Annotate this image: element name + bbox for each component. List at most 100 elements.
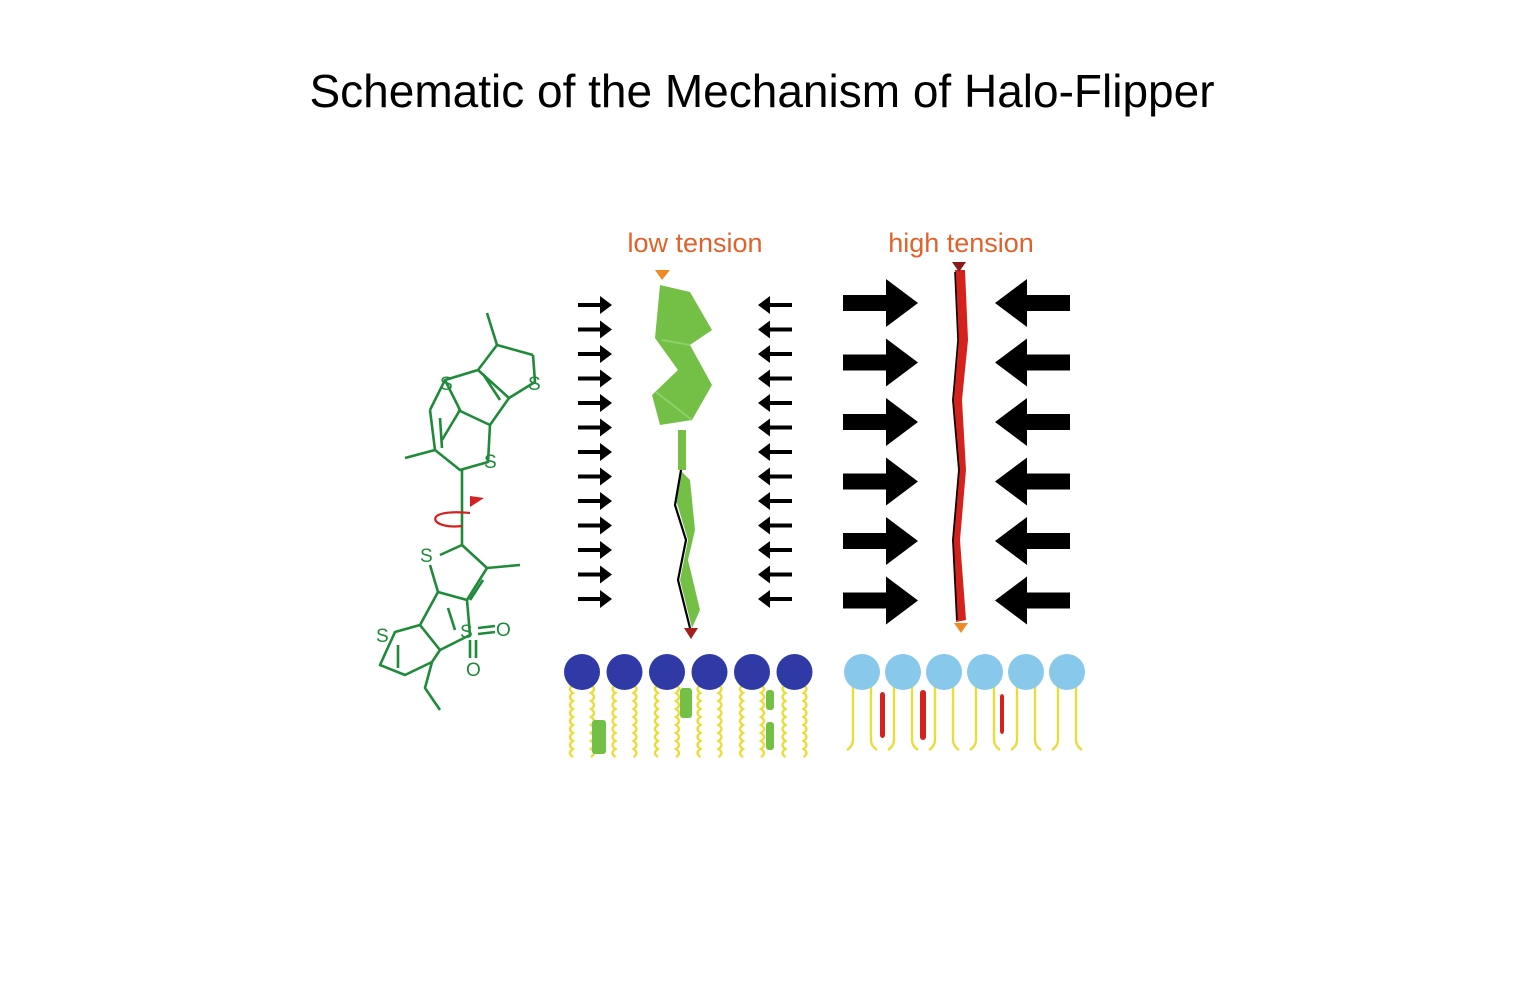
lipid-tail — [928, 685, 937, 751]
high-tension-membrane — [844, 654, 1085, 751]
membrane-probe — [920, 690, 926, 740]
low-tension-label: low tension — [627, 228, 763, 258]
high-push-arrows-left — [843, 279, 918, 625]
membrane-probe — [1000, 694, 1004, 734]
high-tension-panel — [843, 262, 1085, 751]
membrane-probe — [592, 720, 606, 754]
push-arrow-left — [758, 492, 792, 510]
push-arrow-left — [758, 516, 792, 535]
push-arrow-right — [843, 517, 918, 565]
lipid-tail — [696, 684, 703, 758]
lipid-tail — [969, 685, 978, 751]
lipid-head — [649, 654, 685, 690]
push-arrow-right — [578, 590, 612, 608]
lipid-tail — [910, 685, 919, 751]
sulfur-atom: S — [528, 374, 541, 395]
lipid-tail — [846, 685, 855, 751]
lipid-tail — [1010, 685, 1019, 751]
low-push-arrows-left — [578, 296, 612, 608]
red-flipper-probe — [952, 262, 968, 633]
push-arrow-right — [578, 369, 612, 388]
push-arrow-left — [995, 457, 1070, 506]
push-arrow-right — [578, 296, 612, 314]
lipid-tail — [653, 684, 661, 758]
push-arrow-left — [758, 345, 792, 363]
membrane-probe — [680, 688, 692, 718]
push-arrow-right — [578, 565, 612, 584]
lipid-tail — [801, 684, 808, 758]
push-arrow-left — [758, 394, 792, 412]
push-arrow-right — [843, 398, 918, 446]
push-arrow-right — [578, 394, 612, 412]
high-push-arrows-right — [995, 279, 1070, 625]
push-arrow-right — [578, 541, 612, 559]
push-arrow-right — [578, 345, 612, 363]
push-arrow-right — [843, 338, 918, 387]
lipid-tail — [568, 684, 576, 758]
low-push-arrows-right — [758, 296, 792, 608]
membrane-probe — [766, 722, 774, 750]
lipid-head — [564, 654, 600, 690]
push-arrow-left — [758, 443, 792, 461]
halo-flipper-molecule: S S S S S S O O — [376, 312, 541, 711]
lipid-head — [926, 654, 962, 690]
high-tension-label: high tension — [888, 228, 1034, 258]
sulfur-atom: S — [420, 546, 433, 567]
lipid-head — [691, 654, 728, 690]
lipid-tail — [631, 684, 638, 758]
rotation-arrow — [434, 496, 484, 528]
lipid-tail — [611, 684, 618, 758]
membrane-probe — [766, 690, 774, 710]
push-arrow-left — [995, 398, 1070, 446]
lipid-tail — [758, 684, 766, 758]
lipid-head — [776, 654, 813, 690]
membrane-probe — [880, 692, 885, 738]
lipid-tail — [869, 685, 878, 751]
push-arrow-left — [995, 338, 1070, 387]
sulfur-atom: S — [484, 452, 497, 473]
push-arrow-left — [758, 296, 792, 314]
green-flipper-probe — [652, 270, 712, 639]
push-arrow-left — [758, 590, 792, 608]
lipid-head — [734, 654, 770, 690]
push-arrow-left — [758, 369, 792, 388]
push-arrow-left — [995, 576, 1070, 625]
push-arrow-right — [578, 467, 612, 486]
push-arrow-right — [578, 443, 612, 461]
lipid-head — [606, 654, 643, 690]
push-arrow-right — [843, 457, 918, 506]
push-arrow-right — [578, 492, 612, 510]
lipid-tail — [1033, 685, 1042, 751]
low-tension-membrane — [564, 654, 813, 758]
lipid-head — [1049, 654, 1085, 690]
sulfur-atom: S — [440, 374, 453, 395]
lipid-head — [844, 654, 880, 690]
lipid-head — [1008, 654, 1044, 690]
lipid-tail — [992, 685, 1001, 751]
lipid-tail — [1074, 685, 1083, 751]
push-arrow-right — [843, 279, 918, 327]
molecule-atoms: S S S S S S O O — [376, 374, 541, 681]
lipid-tail — [781, 684, 788, 758]
push-arrow-right — [843, 576, 918, 625]
molecule-bonds — [378, 312, 537, 711]
oxygen-atom: O — [496, 620, 511, 641]
push-arrow-right — [578, 418, 612, 437]
push-arrow-left — [758, 467, 792, 486]
push-arrow-right — [578, 320, 612, 339]
lipid-tail — [738, 684, 746, 758]
sulfur-atom: S — [376, 626, 389, 647]
lipid-tail — [716, 684, 723, 758]
lipid-tail — [1051, 685, 1060, 751]
oxygen-atom: O — [466, 660, 481, 681]
push-arrow-left — [995, 279, 1070, 327]
lipid-tail — [887, 685, 896, 751]
push-arrow-left — [758, 418, 792, 437]
low-tension-panel — [564, 270, 813, 758]
push-arrow-left — [758, 541, 792, 559]
push-arrow-left — [758, 320, 792, 339]
lipid-tail — [673, 684, 681, 758]
lipid-head — [967, 654, 1003, 690]
lipid-tail — [951, 685, 960, 751]
